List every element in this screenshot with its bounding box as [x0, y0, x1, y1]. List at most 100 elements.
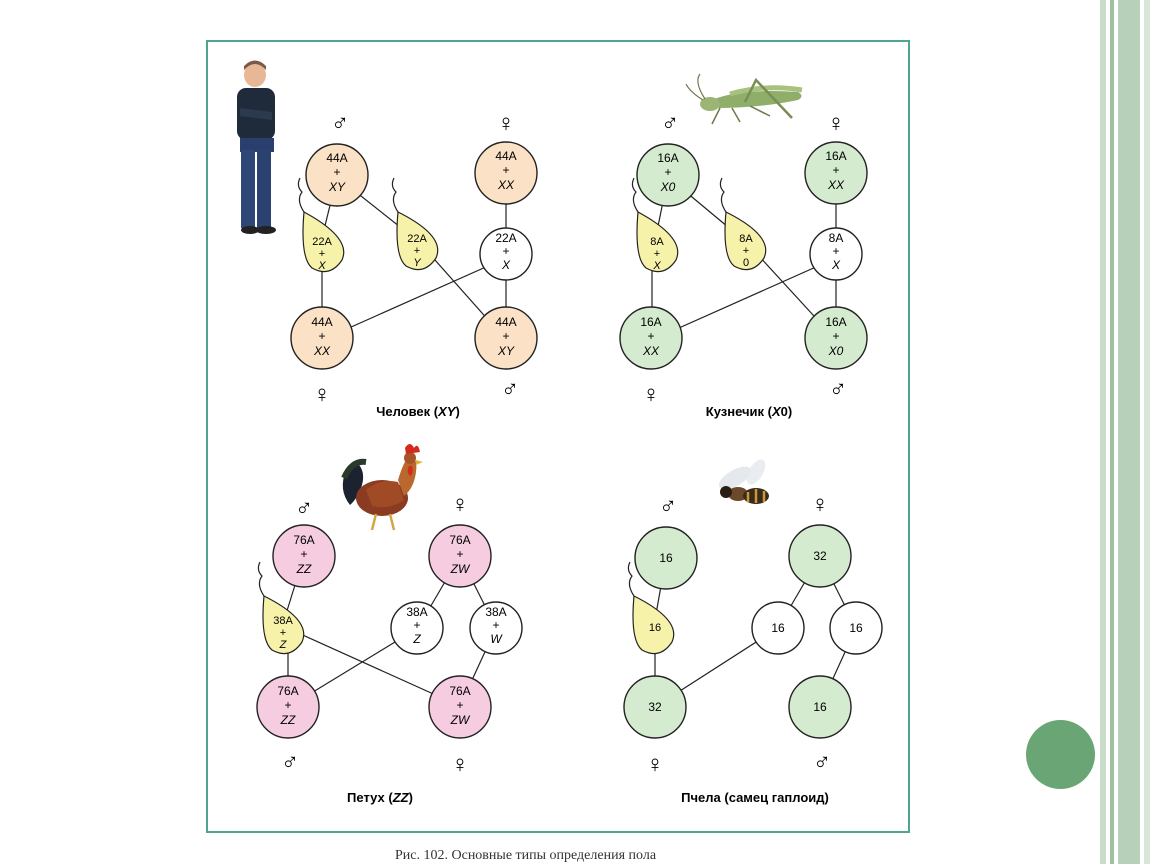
human-parent-female: 44A + XX ♀ — [474, 110, 538, 205]
cell-line: 76A — [449, 533, 470, 547]
female-symbol-icon: ♀ — [827, 110, 845, 137]
rooster-offspring-female: 76A + ZW ♀ — [428, 675, 492, 778]
cell-line: 76A — [449, 684, 470, 698]
cell-line: + — [743, 245, 749, 257]
cell-line: + — [414, 245, 420, 257]
male-symbol-icon: ♂ — [659, 493, 677, 520]
cell-line: XY — [328, 180, 346, 194]
grasshopper-gamete-egg-x: 8A + X — [809, 227, 863, 281]
human-offspring-male: 44A + XY ♂ — [474, 306, 538, 403]
panel-title: Человек (XY) — [376, 404, 460, 419]
cell-line: 44A — [495, 315, 516, 329]
cell-line: XX — [642, 344, 660, 358]
female-symbol-icon: ♀ — [451, 491, 469, 518]
cell-line: 76A — [293, 533, 314, 547]
cell-line: X0 — [828, 344, 844, 358]
cell-line: 16A — [657, 151, 678, 165]
male-symbol-icon: ♂ — [829, 376, 847, 403]
cell-line: W — [490, 632, 503, 646]
female-symbol-icon: ♀ — [642, 381, 660, 408]
rooster-parent-male: 76A + ZZ ♂ — [272, 495, 336, 588]
cell-line: + — [284, 698, 291, 712]
grasshopper-parent-female: 16A + XX ♀ — [804, 110, 868, 205]
female-symbol-icon: ♀ — [646, 751, 664, 778]
cell-line: + — [318, 329, 325, 343]
female-symbol-icon: ♀ — [451, 751, 469, 778]
cell-line: 16 — [659, 551, 673, 565]
bee-offspring-female: 32 ♀ — [623, 675, 687, 778]
cell-line: XX — [497, 178, 515, 192]
bee-parent-male: 16 ♂ — [634, 493, 698, 590]
cell-line: + — [280, 627, 286, 639]
grasshopper-illustration — [685, 73, 803, 125]
slide-accent-dot — [1026, 720, 1095, 789]
cell-line: + — [413, 618, 420, 632]
right-decorative-rail — [1100, 0, 1150, 864]
cell-line: 8A — [650, 236, 664, 248]
cell-line: 16 — [849, 621, 863, 635]
panel-title: Пчела (самец гаплоид) — [681, 790, 829, 805]
cell-line: 38A — [406, 605, 427, 619]
cell-line: 22A — [312, 236, 332, 248]
cell-line: X — [501, 258, 511, 272]
cell-line: + — [456, 698, 463, 712]
cell-line: + — [502, 329, 509, 343]
cell-line: 44A — [311, 315, 332, 329]
male-symbol-icon: ♂ — [295, 495, 313, 522]
cell-line: + — [832, 329, 839, 343]
panel-rooster: 76A + ZZ ♂ 76A + ZW ♀ 38A + Z 38A + Z 38… — [256, 491, 523, 805]
cell-line: + — [492, 618, 499, 632]
cell-line: 16 — [771, 621, 785, 635]
cell-line: + — [832, 163, 839, 177]
cell-line: 38A — [485, 605, 506, 619]
panel-human: 44A + XY ♂ 44A + XX ♀ 22A + X 22A + Y — [290, 110, 538, 419]
male-symbol-icon: ♂ — [501, 376, 519, 403]
man-illustration — [237, 60, 276, 234]
cell-line: Z — [279, 639, 288, 651]
cell-line: 8A — [739, 233, 753, 245]
cell-line: + — [319, 248, 325, 260]
cell-line: + — [502, 244, 509, 258]
grasshopper-offspring-female: 16A + XX ♀ — [619, 306, 683, 408]
male-symbol-icon: ♂ — [813, 749, 831, 776]
cell-line: 8A — [829, 231, 844, 245]
cell-line: Z — [412, 632, 421, 646]
cell-line: XX — [313, 344, 331, 358]
rooster-gamete-egg-z: 38A + Z — [390, 601, 444, 655]
cell-line: 44A — [495, 149, 516, 163]
female-symbol-icon: ♀ — [313, 381, 331, 408]
female-symbol-icon: ♀ — [497, 110, 515, 137]
rooster-parent-female: 76A + ZW ♀ — [428, 491, 492, 588]
cell-line: Y — [413, 257, 421, 269]
panel-bee: 16 ♂ 32 ♀ 16 16 16 32 ♀ 16 ♂ — [623, 491, 883, 805]
rooster-gamete-egg-w: 38A + W — [469, 601, 523, 655]
panel-title: Кузнечик (X0) — [706, 404, 792, 419]
cell-line: 16 — [649, 622, 661, 634]
figure-caption: Рис. 102. Основные типы определения пола — [395, 848, 657, 863]
bee-parent-female: 32 ♀ — [788, 491, 852, 588]
cell-line: ZW — [450, 562, 471, 576]
rail-stripe — [1144, 0, 1150, 864]
cell-line: 76A — [277, 684, 298, 698]
cell-line: + — [502, 163, 509, 177]
grasshopper-parent-male: 16A + X0 ♂ — [636, 110, 700, 207]
human-gamete-sperm-x: 22A + X — [297, 177, 345, 273]
figure-frame — [206, 40, 910, 833]
cell-line: + — [654, 248, 660, 260]
cell-line: ZW — [450, 713, 471, 727]
rooster-gamete-sperm-z: 38A + Z — [257, 561, 305, 655]
rail-stripe — [1110, 0, 1114, 864]
cell-line: X — [652, 260, 661, 272]
cell-line: + — [333, 165, 340, 179]
bee-illustration — [718, 459, 769, 504]
cell-line: ZZ — [296, 562, 312, 576]
cell-line: 16A — [825, 149, 846, 163]
rail-stripe — [1118, 0, 1140, 864]
bee-gamete-sperm: 16 — [627, 561, 675, 655]
human-gamete-sperm-y: 22A + Y — [391, 177, 439, 271]
grasshopper-gamete-sperm-0: 8A + 0 — [719, 177, 767, 271]
cell-line: 16 — [813, 700, 827, 714]
cell-line: ZZ — [280, 713, 296, 727]
cell-line: X0 — [660, 180, 676, 194]
